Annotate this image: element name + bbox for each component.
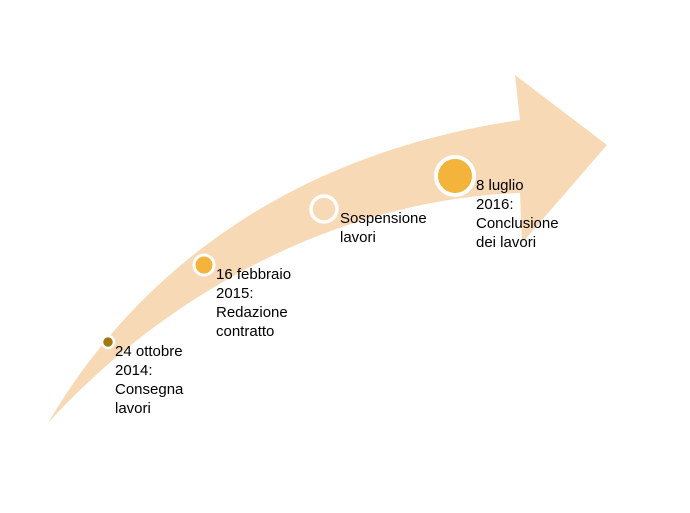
timeline-marker-1	[192, 253, 216, 277]
event-label-consegna-lavori: 24 ottobre 2014: Consegna lavori	[115, 343, 184, 417]
timeline-marker-2	[309, 194, 339, 224]
event-label-redazione-contratto: 16 febbraio 2015: Redazione contratto	[216, 266, 292, 340]
event-label-conclusione-lavori: 8 luglio 2016: Conclusione dei lavori	[476, 177, 559, 251]
timeline-marker-0	[100, 334, 116, 350]
event-label-sospensione-lavori: Sospensione lavori	[340, 210, 427, 246]
timeline-marker-3	[434, 155, 476, 197]
